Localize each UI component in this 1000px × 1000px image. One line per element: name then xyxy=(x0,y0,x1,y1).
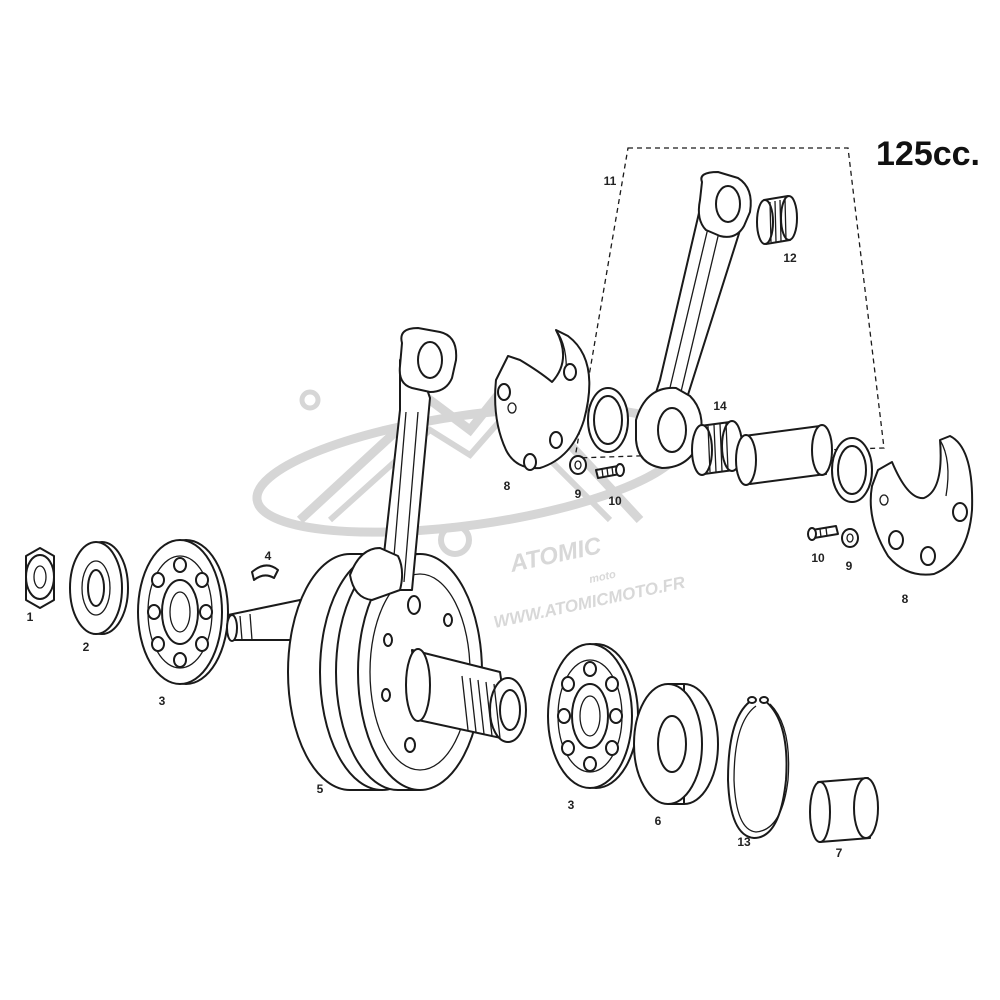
thrust-ring-left[interactable] xyxy=(587,387,629,453)
part-4-woodruff-key[interactable] xyxy=(251,564,279,581)
callout-8-right: 8 xyxy=(902,592,909,606)
callout-1: 1 xyxy=(27,610,34,624)
callout-11: 11 xyxy=(604,174,617,188)
engine-size-title: 125cc. xyxy=(876,135,980,173)
callout-4: 4 xyxy=(265,549,272,563)
part-10-screw-left[interactable] xyxy=(595,463,625,479)
callout-10-left: 10 xyxy=(608,494,622,508)
callout-labels: 1 2 3 4 5 3 6 13 7 8 9 10 11 12 14 10 9 … xyxy=(27,174,909,860)
part-12-needle-bearing[interactable] xyxy=(756,195,798,245)
part-5-crankshaft[interactable] xyxy=(226,327,527,791)
callout-2: 2 xyxy=(83,640,90,654)
callout-12: 12 xyxy=(783,251,797,265)
part-7-bushing[interactable] xyxy=(809,777,879,843)
part-3-bearing-right[interactable] xyxy=(547,643,639,789)
part-9-washer-left[interactable] xyxy=(569,455,587,475)
part-1-nut[interactable] xyxy=(25,547,55,609)
part-8-crank-half-left[interactable] xyxy=(494,329,591,471)
part-3-bearing-left[interactable] xyxy=(137,539,229,685)
callout-3-left: 3 xyxy=(159,694,166,708)
part-13-circlip[interactable] xyxy=(727,696,790,839)
crank-pin[interactable] xyxy=(735,424,833,486)
callout-3-right: 3 xyxy=(568,798,575,812)
callout-10-right: 10 xyxy=(811,551,825,565)
callout-5: 5 xyxy=(317,782,324,796)
watermark-logo-sub: moto xyxy=(588,569,617,586)
callout-8-left: 8 xyxy=(504,479,511,493)
part-9-washer-right[interactable] xyxy=(841,528,859,548)
part-14-needle-bearing[interactable] xyxy=(691,420,743,476)
callout-13: 13 xyxy=(737,835,751,849)
callout-9-left: 9 xyxy=(575,487,582,501)
part-8-crank-half-right[interactable] xyxy=(869,435,974,576)
watermark-logo: ATOMIC xyxy=(507,532,605,578)
callout-14: 14 xyxy=(713,399,727,413)
part-11-connecting-rod[interactable] xyxy=(635,171,752,469)
thrust-ring-right[interactable] xyxy=(831,437,873,503)
connecting-rod-kit-outline xyxy=(574,147,885,459)
part-2-oil-seal[interactable] xyxy=(69,541,129,635)
callout-7: 7 xyxy=(836,846,843,860)
callout-9-right: 9 xyxy=(846,559,853,573)
callout-6: 6 xyxy=(655,814,662,828)
part-10-screw-right[interactable] xyxy=(807,525,839,541)
part-6-oil-seal[interactable] xyxy=(633,683,719,805)
